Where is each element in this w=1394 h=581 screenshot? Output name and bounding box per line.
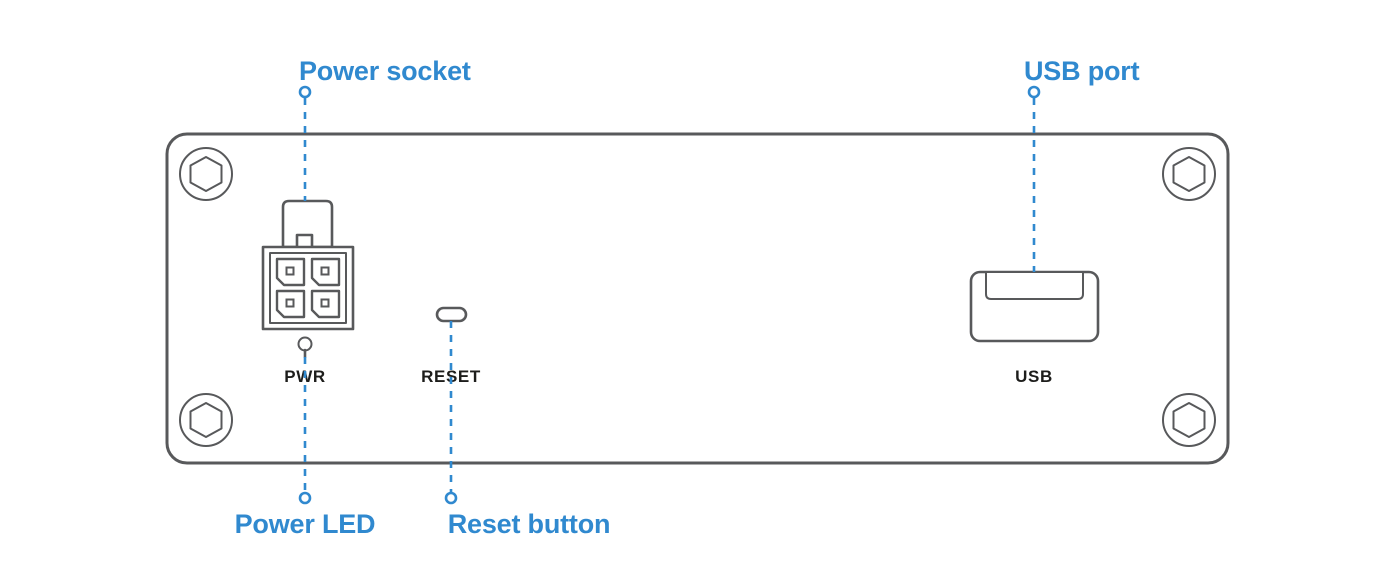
callout-power-socket: Power socket xyxy=(298,56,471,201)
screw-bottom-right xyxy=(1162,393,1216,447)
callout-marker-reset-button xyxy=(444,491,458,505)
screw-top-left xyxy=(179,147,233,201)
screw-bottom-left xyxy=(179,393,233,447)
callout-usb-port: USB port xyxy=(1024,56,1140,272)
callout-label-reset-button: Reset button xyxy=(448,509,611,539)
power-connector-latch xyxy=(281,199,334,249)
power-connector[interactable] xyxy=(261,199,355,331)
callout-reset-button: Reset button xyxy=(444,321,611,539)
power-pin-1 xyxy=(275,257,306,287)
callout-marker-power-led xyxy=(298,491,312,505)
callout-marker-usb-port xyxy=(1027,85,1041,99)
reset-button-switch[interactable] xyxy=(435,306,468,323)
callout-label-usb-port: USB port xyxy=(1024,56,1140,86)
power-pin-4 xyxy=(310,289,341,319)
callout-marker-power-socket xyxy=(298,85,312,99)
usb-receptacle[interactable] xyxy=(969,270,1100,343)
callout-label-power-led: Power LED xyxy=(235,509,376,539)
power-led-indicator xyxy=(297,336,313,359)
power-connector-latch-notch xyxy=(295,233,314,249)
power-pin-3 xyxy=(275,289,306,319)
usb-inner-tongue xyxy=(985,271,1084,300)
silkscreen-label-reset: RESET xyxy=(421,367,481,386)
power-pin-2 xyxy=(310,257,341,287)
callout-label-power-socket: Power socket xyxy=(299,56,471,86)
screw-top-right xyxy=(1162,147,1216,201)
callout-power-led: Power LED xyxy=(235,357,376,539)
silkscreen-label-usb: USB xyxy=(1015,367,1053,386)
panel-enclosure xyxy=(165,132,1230,465)
